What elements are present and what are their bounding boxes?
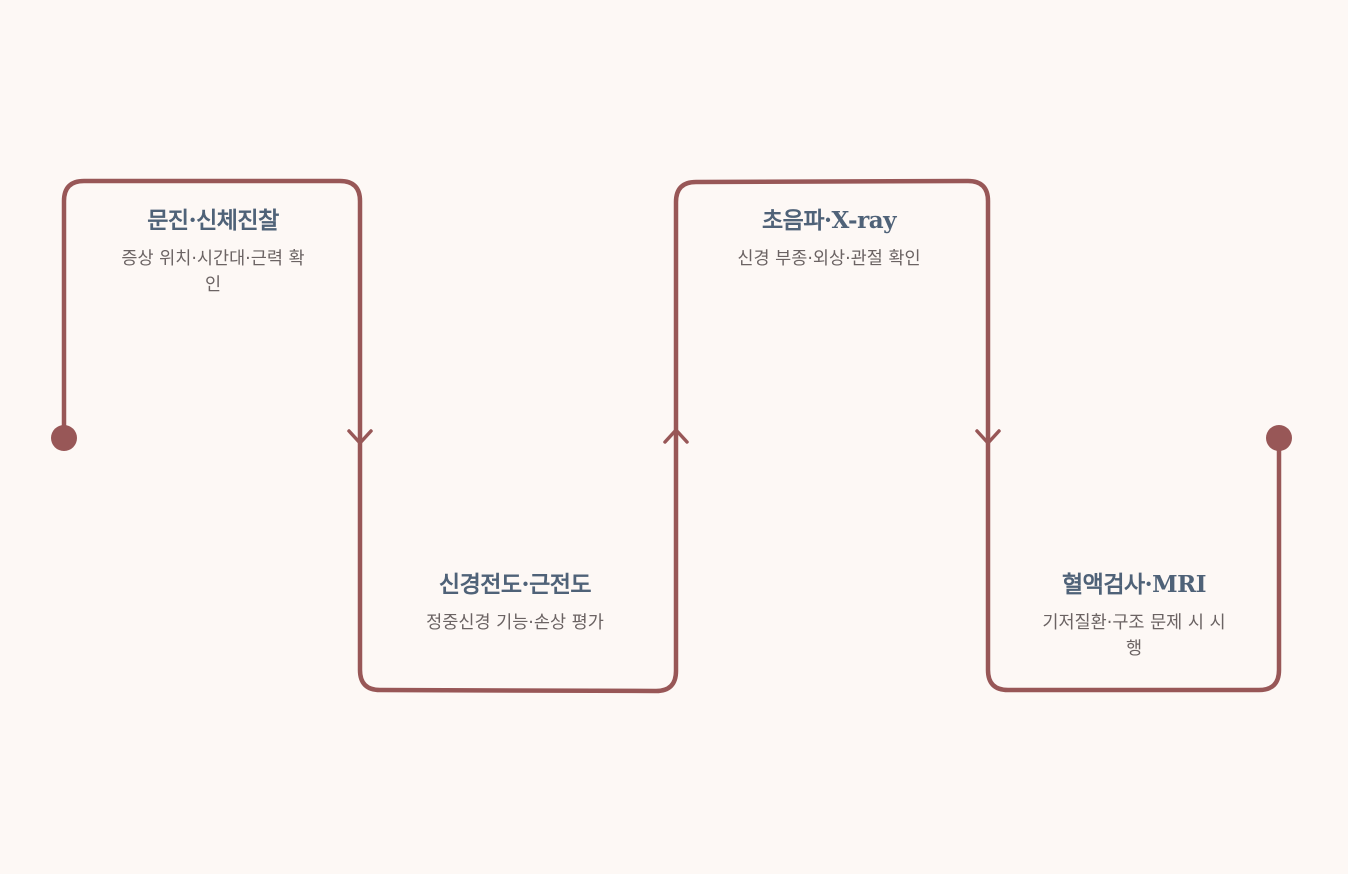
step-blood-test-mri: 혈액검사·MRI 기저질환·구조 문제 시 시행 [1024, 570, 1244, 662]
step-description: 기저질환·구조 문제 시 시행 [1042, 613, 1226, 659]
step-ultrasound-xray: 초음파·X-ray 신경 부종·외상·관절 확인 [719, 206, 939, 272]
step-title: 혈액검사·MRI [1062, 571, 1206, 598]
step-nerve-conduction-emg: 신경전도·근전도 정중신경 기능·손상 평가 [405, 570, 625, 636]
step-title: 신경전도·근전도 [438, 571, 592, 598]
step-description: 신경 부종·외상·관절 확인 [737, 249, 921, 269]
step-description: 증상 위치·시간대·근력 확인 [121, 249, 305, 295]
flow-end-dot [1266, 425, 1292, 451]
step-description: 정중신경 기능·손상 평가 [426, 613, 604, 633]
flow-path [61, 178, 1282, 694]
step-title: 초음파·X-ray [762, 207, 896, 234]
step-title: 문진·신체진찰 [147, 207, 279, 234]
flow-start-dot [51, 425, 77, 451]
arrow-up-icon [663, 428, 689, 444]
arrow-down-icon [347, 429, 373, 445]
step-history-physical-exam: 문진·신체진찰 증상 위치·시간대·근력 확인 [103, 206, 323, 298]
arrow-down-icon [975, 429, 1001, 445]
